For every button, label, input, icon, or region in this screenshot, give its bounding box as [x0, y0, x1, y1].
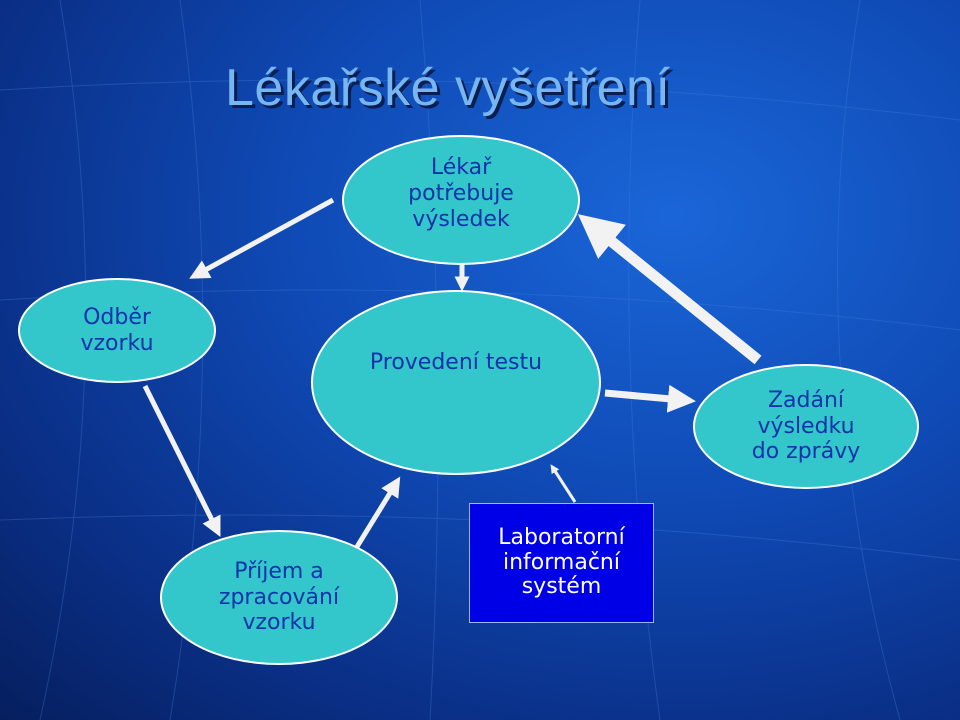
node-provedeni-testu: Provedení testu	[311, 290, 601, 475]
node-odber-label: Odběr vzorku	[80, 304, 154, 356]
node-prijem-vzorku: Příjem a zpracování vzorku	[160, 530, 398, 665]
node-odber-vzorku: Odběr vzorku	[18, 278, 216, 383]
node-provedeni-label: Provedení testu	[369, 350, 543, 375]
node-zadani-vysledku: Zadání výsledku do zprávy	[693, 364, 919, 489]
node-zadani-label: Zadání výsledku do zprávy	[751, 387, 861, 465]
slide-title: Lékařské vyšetření	[225, 59, 671, 117]
box-laboratorni-informacni-system: Laboratorní informační systém	[469, 503, 654, 623]
node-prijem-label: Příjem a zpracování vzorku	[218, 558, 340, 636]
node-lekar-label: Lékař potřebuje výsledek	[408, 155, 514, 232]
node-lekar-potrebuje-vysledek: Lékař potřebuje výsledek	[342, 135, 580, 265]
lis-label: Laboratorní informační systém	[498, 525, 625, 600]
